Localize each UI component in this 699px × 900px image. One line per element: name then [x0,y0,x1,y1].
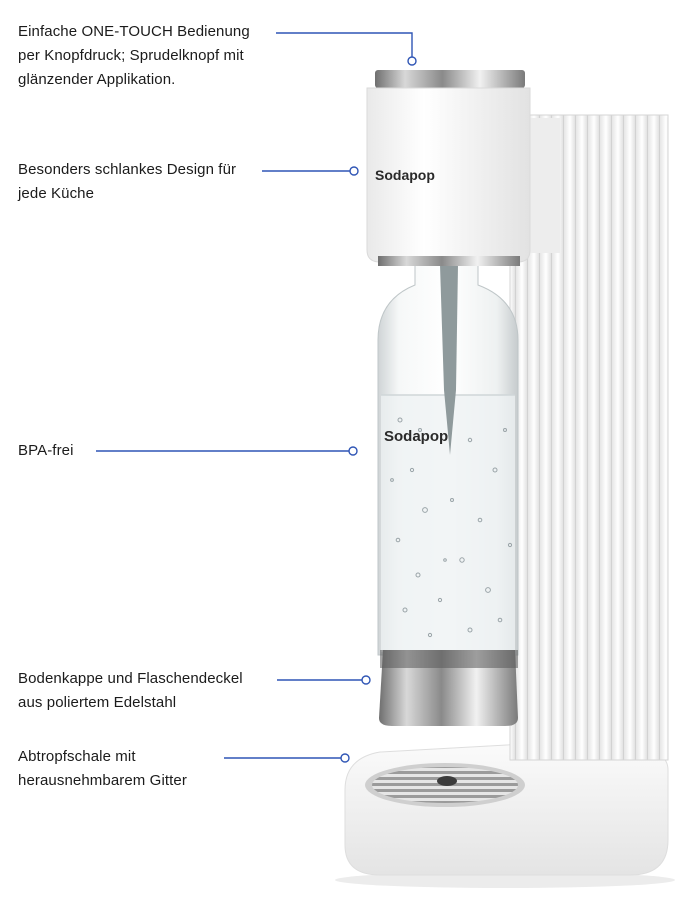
callout-one-touch: Einfache ONE-TOUCH Bedienung per Knopfdr… [18,20,250,92]
bubbles [390,417,513,638]
callout-line: BPA-frei [18,442,74,459]
callout-line-one-touch [276,32,413,58]
callout-line: Besonders schlankes Design für [18,161,237,178]
callout-line: Bodenkappe und Flaschendeckel [18,670,243,687]
drip-tray-center [437,776,457,786]
bottle-water [381,395,515,652]
callout-dot-design [349,166,359,176]
ribbed-column [510,115,668,760]
callout-steel: Bodenkappe und Flaschendeckel aus polier… [18,667,243,715]
base-shadow [335,872,675,888]
callout-line: herausnehmbarem Gitter [18,772,187,789]
callout-line: per Knopfdruck; Sprudelknopf mit [18,47,244,64]
callout-dot-one-touch [407,56,417,66]
callout-line: Einfache ONE-TOUCH Bedienung [18,23,250,40]
callout-dot-drip-tray [340,753,350,763]
head-logo: Sodapop [375,167,435,183]
carbonation-tube [440,265,458,455]
bottle-logo: Sodapop [384,428,448,445]
callout-drip-tray: Abtropfschale mit herausnehmbarem Gitter [18,745,187,793]
callout-lines [96,32,417,763]
callout-line: jede Küche [18,185,95,202]
callout-design: Besonders schlankes Design für jede Küch… [18,158,236,206]
button-steel-cap[interactable] [375,70,525,88]
callout-line: aus poliertem Edelstahl [18,694,177,711]
bottle-collar [378,256,520,266]
bottle-steel-cap [379,650,518,726]
callout-bpa: BPA-frei [18,439,74,463]
callout-line: glänzender Applikation. [18,71,176,88]
base-body [344,740,669,876]
callout-dot-bpa [348,446,358,456]
callout-dot-steel [361,675,371,685]
callout-line: Abtropfschale mit [18,748,136,765]
steel-cap-band [380,650,518,668]
